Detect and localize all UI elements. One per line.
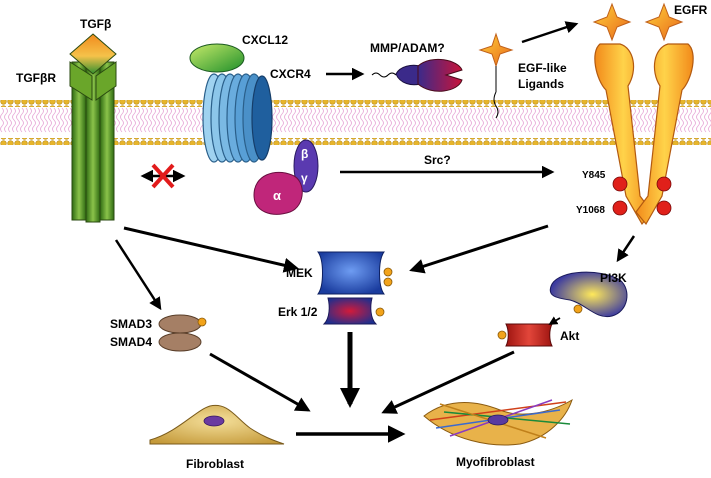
label-y1068: Y1068: [576, 205, 605, 216]
label-alpha: α: [273, 188, 281, 203]
label-gamma: γ: [301, 171, 308, 185]
label-beta: β: [301, 147, 308, 161]
g-protein-alpha: [253, 171, 303, 215]
label-smad3: SMAD3: [110, 317, 152, 331]
cell-membrane: [0, 100, 711, 145]
label-tgfb: TGFβ: [80, 17, 111, 31]
pathway-arrows: [114, 21, 636, 443]
cxcl12-ligand: [189, 43, 245, 73]
label-myofibroblast: Myofibroblast: [456, 455, 535, 469]
akt-kinase: [497, 323, 553, 347]
label-y845: Y845: [582, 170, 606, 181]
erk-kinase: [322, 297, 385, 325]
tgfb-ligand: [69, 33, 117, 75]
diagram-labels: TGFβ TGFβR CXCL12 CXCR4 MMP/ADAM? EGF-li…: [16, 3, 708, 471]
cxcr4-receptor: [202, 73, 273, 163]
label-egfr: EGFR: [674, 3, 708, 17]
smad-complex: [158, 314, 207, 352]
label-egf-like: EGF-like: [518, 61, 567, 75]
egf-like-ligand-star: [478, 32, 514, 119]
label-smad4: SMAD4: [110, 335, 152, 349]
label-src: Src?: [424, 153, 451, 167]
mmp-adam-protease: [371, 58, 463, 92]
label-cxcl12: CXCL12: [242, 33, 288, 47]
label-tgfbr: TGFβR: [16, 71, 56, 85]
g-protein-beta-gamma: [293, 139, 319, 193]
label-ligands: Ligands: [518, 77, 564, 91]
label-mek: MEK: [286, 266, 313, 280]
mek-kinase: [317, 251, 393, 295]
label-fibroblast: Fibroblast: [186, 457, 244, 471]
tgfbr-receptor: [69, 61, 117, 223]
label-cxcr4: CXCR4: [270, 67, 311, 81]
myofibroblast-cell: [423, 398, 573, 446]
egfr-receptor: [592, 2, 694, 226]
label-akt: Akt: [560, 329, 579, 343]
label-pi3k: PI3K: [600, 271, 627, 285]
label-erk: Erk 1/2: [278, 305, 318, 319]
label-mmp-adam: MMP/ADAM?: [370, 41, 445, 55]
inhibition-cross-icon: [140, 163, 186, 189]
fibroblast-cell: [149, 404, 285, 445]
pi3k-kinase: [549, 271, 628, 318]
